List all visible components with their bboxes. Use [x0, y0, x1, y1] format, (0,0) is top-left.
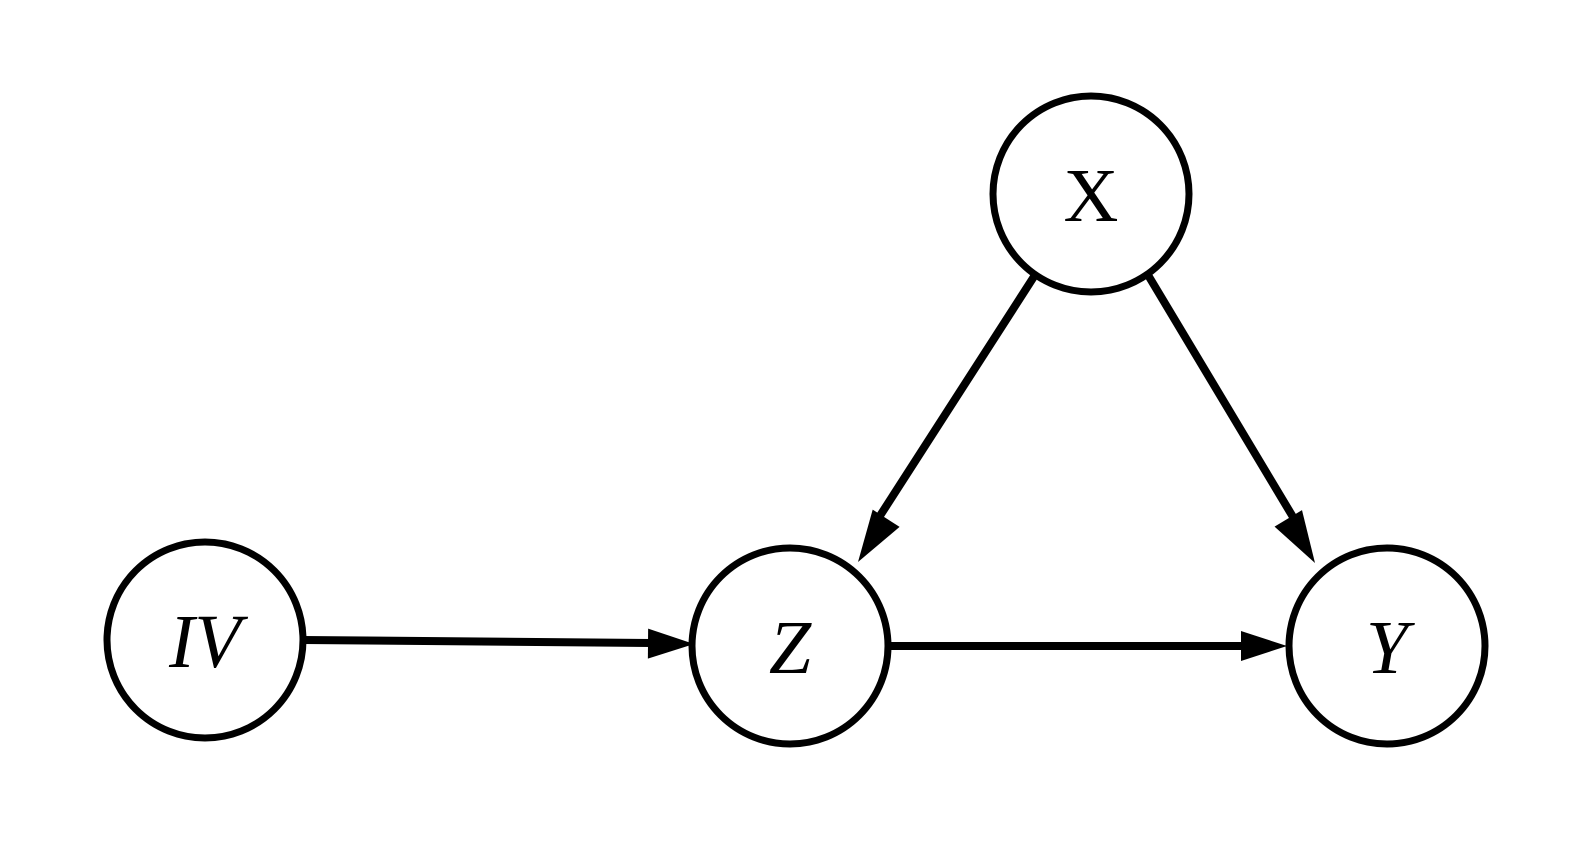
node-circle-y[interactable] [1285, 544, 1489, 748]
nodes-layer: IV Z Y X [103, 92, 1489, 748]
edge-line-x-to-z [872, 272, 1039, 525]
node-label-x: X [1064, 154, 1119, 238]
node-circle-z[interactable] [688, 544, 892, 748]
edge-line-iv-to-z [302, 636, 653, 647]
arrowhead-x-to-z [858, 509, 900, 562]
node-y[interactable]: Y [1285, 544, 1489, 748]
edge-z-to-y [888, 631, 1287, 661]
edge-x-to-z [858, 272, 1039, 562]
edge-line-x-to-y [1144, 272, 1300, 525]
node-circle-x[interactable] [989, 92, 1193, 296]
node-iv[interactable]: IV [103, 538, 307, 742]
arrowhead-z-to-y [1241, 631, 1287, 661]
arrowhead-x-to-y [1274, 510, 1315, 563]
node-label-y: Y [1366, 606, 1416, 690]
edges-layer [302, 272, 1315, 661]
edge-iv-to-z [302, 628, 694, 659]
arrowhead-iv-to-z [647, 628, 694, 659]
node-circle-iv[interactable] [103, 538, 307, 742]
node-label-z: Z [769, 606, 812, 690]
node-x[interactable]: X [989, 92, 1193, 296]
node-label-iv: IV [168, 600, 248, 684]
edge-x-to-y [1144, 272, 1315, 563]
node-z[interactable]: Z [688, 544, 892, 748]
